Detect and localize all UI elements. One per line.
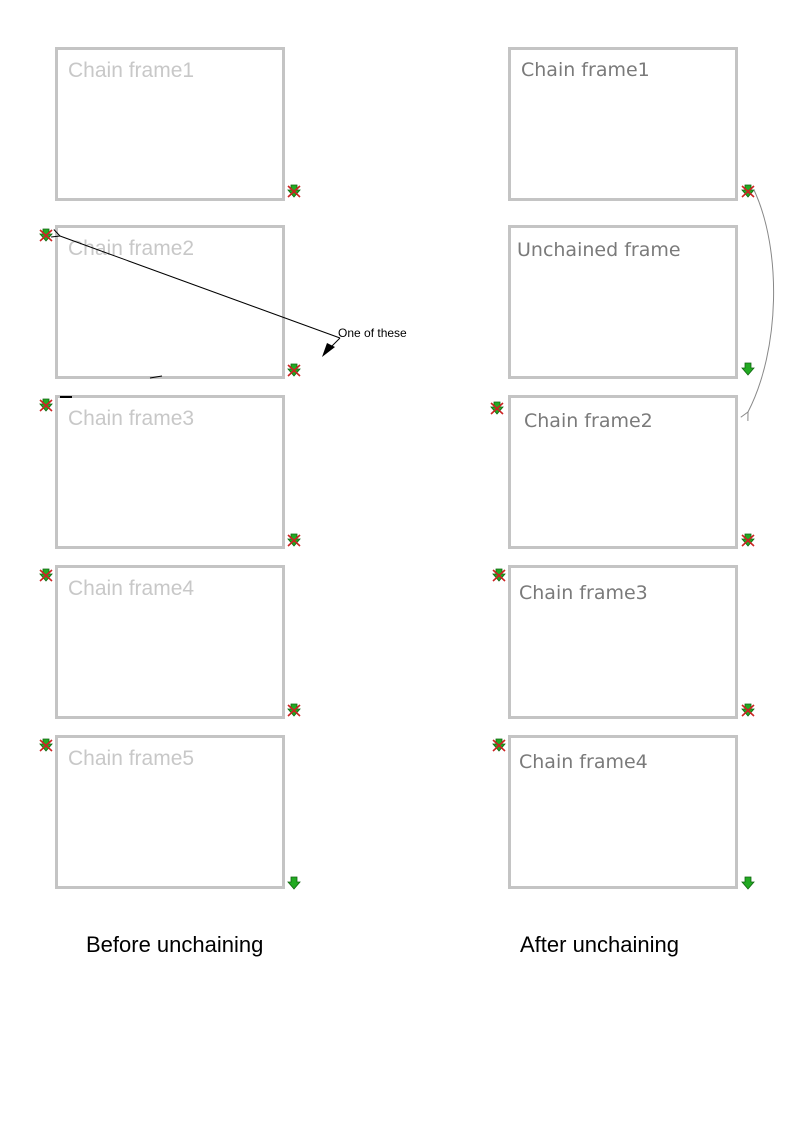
chain-frame[interactable]: Chain frame4 [55, 565, 285, 719]
frame-label: Chain frame3 [519, 582, 648, 604]
chain-frame[interactable]: Chain frame2 [508, 395, 738, 549]
chain-end-arrow-icon[interactable] [287, 876, 301, 890]
frame-label: Unchained frame [517, 239, 681, 261]
chain-link-icon[interactable] [39, 398, 53, 412]
frame-label: Chain frame5 [68, 747, 195, 770]
chain-frame[interactable]: Chain frame5 [55, 735, 285, 889]
chain-link-connector [748, 189, 775, 412]
unchained-frame[interactable]: Unchained frame [508, 225, 738, 379]
after-caption: After unchaining [520, 932, 679, 957]
chain-frame[interactable]: Chain frame1 [55, 47, 285, 201]
frame-label: Chain frame4 [68, 577, 195, 600]
frame-label: Chain frame1 [68, 59, 195, 82]
chain-link-icon[interactable] [492, 568, 506, 582]
chain-link-icon[interactable] [287, 184, 301, 198]
chain-end-arrow-icon[interactable] [741, 362, 755, 376]
chain-frame[interactable]: Chain frame3 [55, 395, 285, 549]
chain-link-icon[interactable] [741, 184, 755, 198]
before-caption: Before unchaining [86, 932, 264, 957]
chain-link-icon[interactable] [39, 568, 53, 582]
chain-link-icon[interactable] [287, 533, 301, 547]
chain-link-icon[interactable] [39, 228, 53, 242]
chain-end-arrow-icon[interactable] [741, 876, 755, 890]
frame-label: Chain frame2 [68, 237, 195, 260]
chain-link-icon[interactable] [492, 738, 506, 752]
chain-frame[interactable]: Chain frame1 [508, 47, 738, 201]
chain-link-icon[interactable] [287, 363, 301, 377]
chain-link-icon[interactable] [490, 401, 504, 415]
chain-frame[interactable]: Chain frame3 [508, 565, 738, 719]
chain-frame[interactable]: Chain frame4 [508, 735, 738, 889]
annotation-stub [149, 375, 163, 379]
annotation-label: One of these [338, 326, 407, 340]
chain-frame[interactable]: Chain frame2 [55, 225, 285, 379]
frame-label: Chain frame1 [521, 59, 650, 81]
annotation-arrow-to-link [60, 236, 341, 339]
chain-link-icon[interactable] [287, 703, 301, 717]
frame-label: Chain frame3 [68, 407, 195, 430]
frame-label: Chain frame2 [524, 410, 653, 432]
frame-label: Chain frame4 [519, 751, 648, 773]
chain-link-icon[interactable] [741, 533, 755, 547]
chain-link-icon[interactable] [39, 738, 53, 752]
chain-link-icon[interactable] [741, 703, 755, 717]
annotation-arrowhead [322, 343, 335, 357]
